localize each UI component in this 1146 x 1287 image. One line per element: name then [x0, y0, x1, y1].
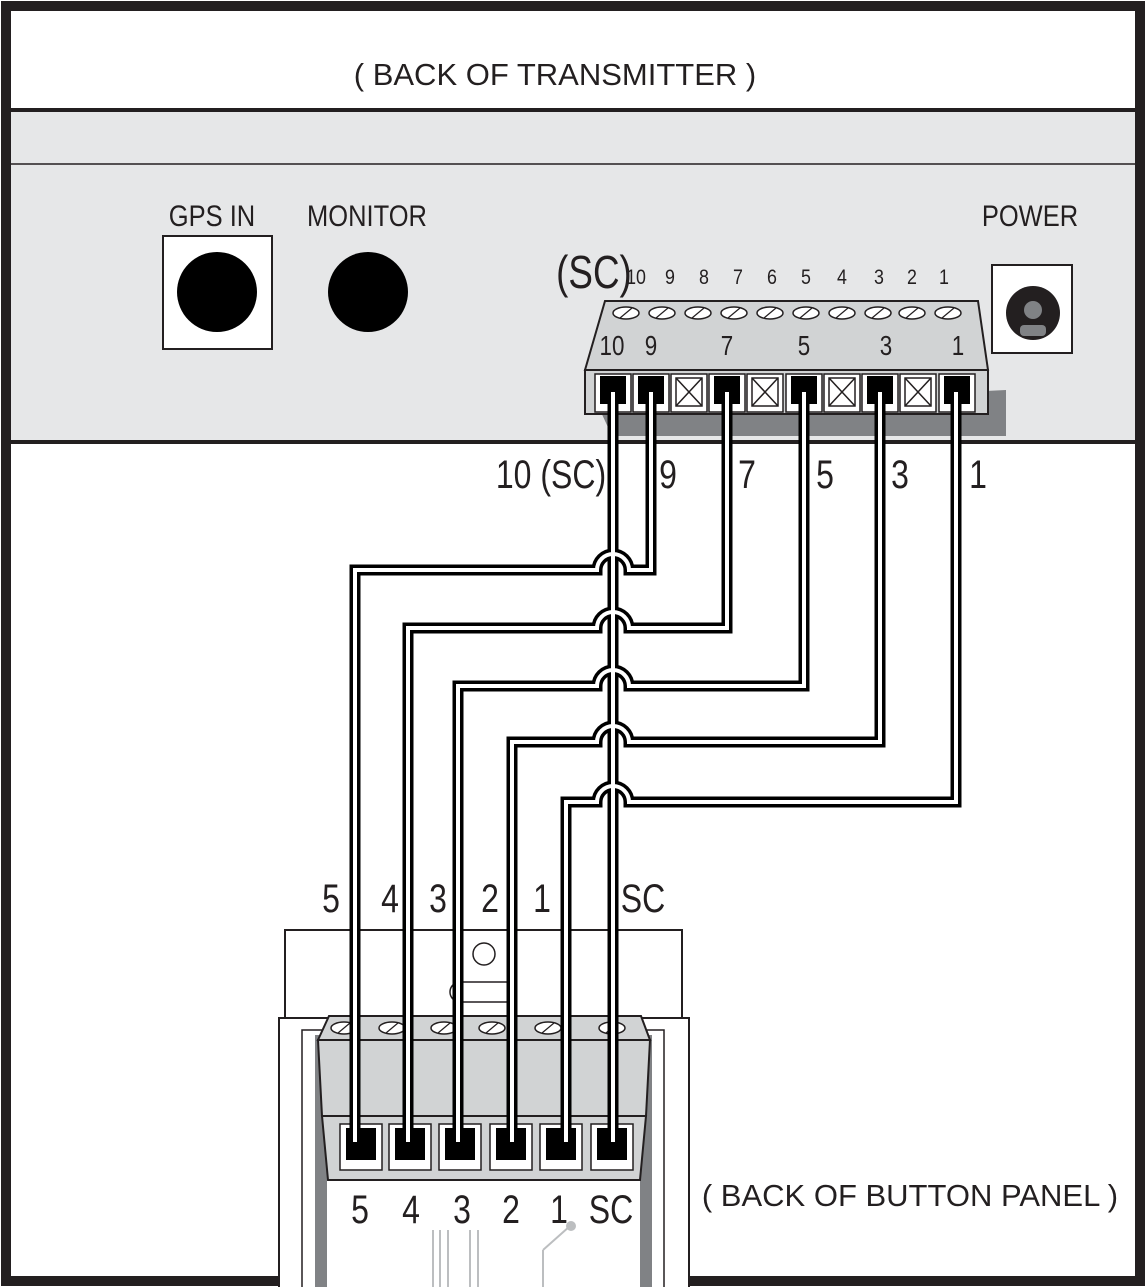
panel-top-label: 5 — [322, 876, 340, 921]
panel-top-label: 3 — [429, 876, 447, 921]
power-label: POWER — [982, 199, 1078, 232]
wire-label: 7 — [738, 452, 756, 497]
wire-label: 5 — [816, 452, 834, 497]
panel-top-label: 2 — [481, 876, 499, 921]
terminal-top-number: 8 — [699, 266, 709, 290]
button-panel-title: ( BACK OF BUTTON PANEL ) — [702, 1178, 1118, 1213]
wire-label: 10 (SC) — [496, 452, 606, 497]
panel-top-label: 4 — [381, 876, 399, 921]
terminal-front-number: 9 — [645, 331, 657, 362]
panel-trace-node — [566, 1221, 576, 1231]
sc-terminal-label: (SC) — [556, 246, 632, 298]
panel-top-label: SC — [621, 876, 665, 921]
panel-bottom-label: SC — [589, 1187, 633, 1232]
wire-labels: 10 (SC) 9 7 5 3 1 — [496, 452, 987, 497]
wires — [349, 392, 962, 1142]
panel-bottom-label: 1 — [550, 1187, 568, 1232]
tx-terminal-front-numbers: 10 9 7 5 3 1 — [600, 331, 965, 362]
terminal-top-number: 7 — [733, 266, 743, 290]
terminal-front-number: 10 — [600, 331, 625, 362]
power-jack-pin — [1024, 301, 1042, 319]
panel-traces — [432, 1225, 571, 1287]
terminal-top-number: 10 — [626, 266, 646, 290]
panel-bottom-label: 2 — [502, 1187, 520, 1232]
transmitter-panel: ( BACK OF TRANSMITTER ) GPS IN MONITOR P… — [11, 57, 1135, 444]
terminal-top-number: 6 — [767, 266, 777, 290]
panel-terminal-front — [316, 1039, 652, 1117]
terminal-top-number: 4 — [837, 266, 847, 290]
monitor-label: MONITOR — [307, 199, 427, 232]
terminal-top-number: 9 — [665, 266, 675, 290]
gps-in-jack[interactable] — [177, 252, 257, 332]
monitor-jack[interactable] — [328, 252, 408, 332]
power-jack-pin-base — [1020, 325, 1046, 336]
panel-bottom-label: 3 — [453, 1187, 471, 1232]
terminal-top-number: 5 — [801, 266, 811, 290]
wire-label: 3 — [891, 452, 909, 497]
panel-bottom-label: 5 — [351, 1187, 369, 1232]
gps-in-label: GPS IN — [169, 199, 255, 232]
panel-bottom-label: 4 — [402, 1187, 420, 1232]
terminal-front-number: 7 — [721, 331, 733, 362]
terminal-front-number: 5 — [798, 331, 810, 362]
panel-terminal-screws — [330, 1021, 626, 1035]
panel-led — [472, 942, 496, 966]
terminal-front-number: 1 — [952, 331, 964, 362]
wire-label: 1 — [969, 452, 987, 497]
panel-terminal-slots — [339, 1123, 634, 1171]
terminal-front-number: 3 — [880, 331, 892, 362]
panel-top-label: 1 — [533, 876, 551, 921]
tx-terminal-screws — [612, 306, 962, 320]
terminal-top-number: 1 — [939, 266, 949, 290]
wire-label: 9 — [659, 452, 677, 497]
terminal-top-number: 3 — [874, 266, 884, 290]
terminal-top-number: 2 — [907, 266, 917, 290]
transmitter-title: ( BACK OF TRANSMITTER ) — [354, 57, 756, 92]
